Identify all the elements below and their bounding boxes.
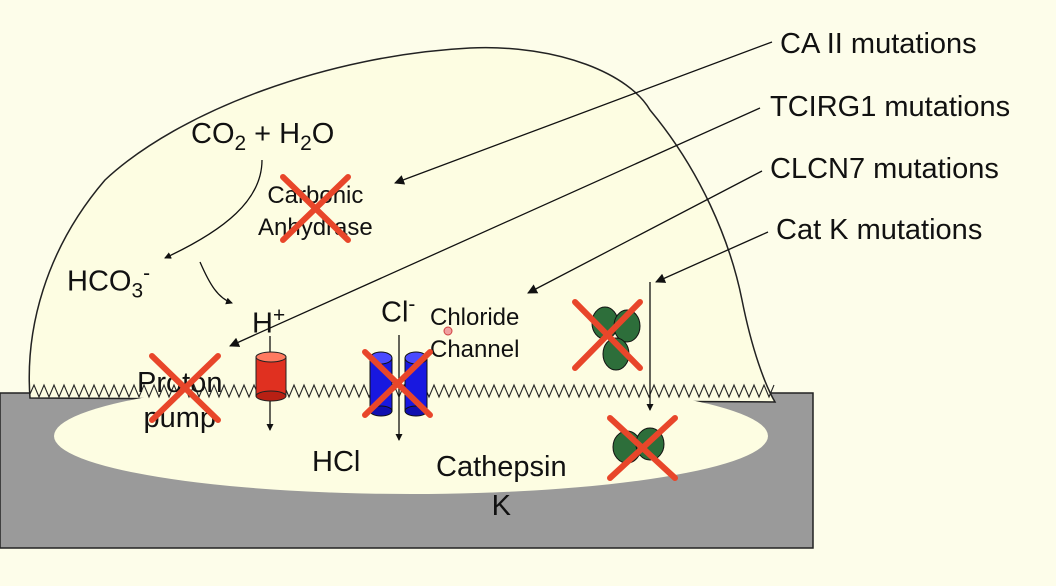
ca2-pointer-line — [394, 41, 773, 185]
proton-pump-cylinder — [255, 351, 287, 402]
chloride-channel-label: Chloride Channel — [430, 304, 520, 364]
tcirg1-pointer-line — [229, 107, 761, 347]
osteoclast-cell-body — [28, 46, 777, 403]
resorption-lacuna — [54, 378, 768, 494]
clcn7-pointer-line — [527, 170, 763, 294]
catk-pointer-line — [655, 231, 769, 283]
catk-mutations-label: Cat K mutations — [776, 214, 983, 246]
hcl-label: HCl — [312, 446, 361, 478]
co2-h2o-label: CO2 + H2O — [191, 118, 335, 155]
carbonic-anhydrase-label: Carbonic Anhydrase — [258, 182, 373, 242]
hco3-label: HCO3- — [67, 262, 151, 303]
reaction-arrow — [164, 159, 263, 259]
cl-minus-label: Cl- — [381, 293, 416, 329]
tcirg1-mutations-label: TCIRG1 mutations — [770, 91, 1011, 123]
clcn7-mutations-label: CLCN7 mutations — [770, 153, 999, 185]
cathepsin-k-label: Cathepsin K — [436, 451, 567, 523]
proton-pump-label: Proton pump — [137, 367, 223, 434]
h-arrow — [199, 261, 233, 305]
ca2-mutations-label: CA II mutations — [780, 28, 977, 60]
h-plus-label: H+ — [252, 304, 286, 340]
